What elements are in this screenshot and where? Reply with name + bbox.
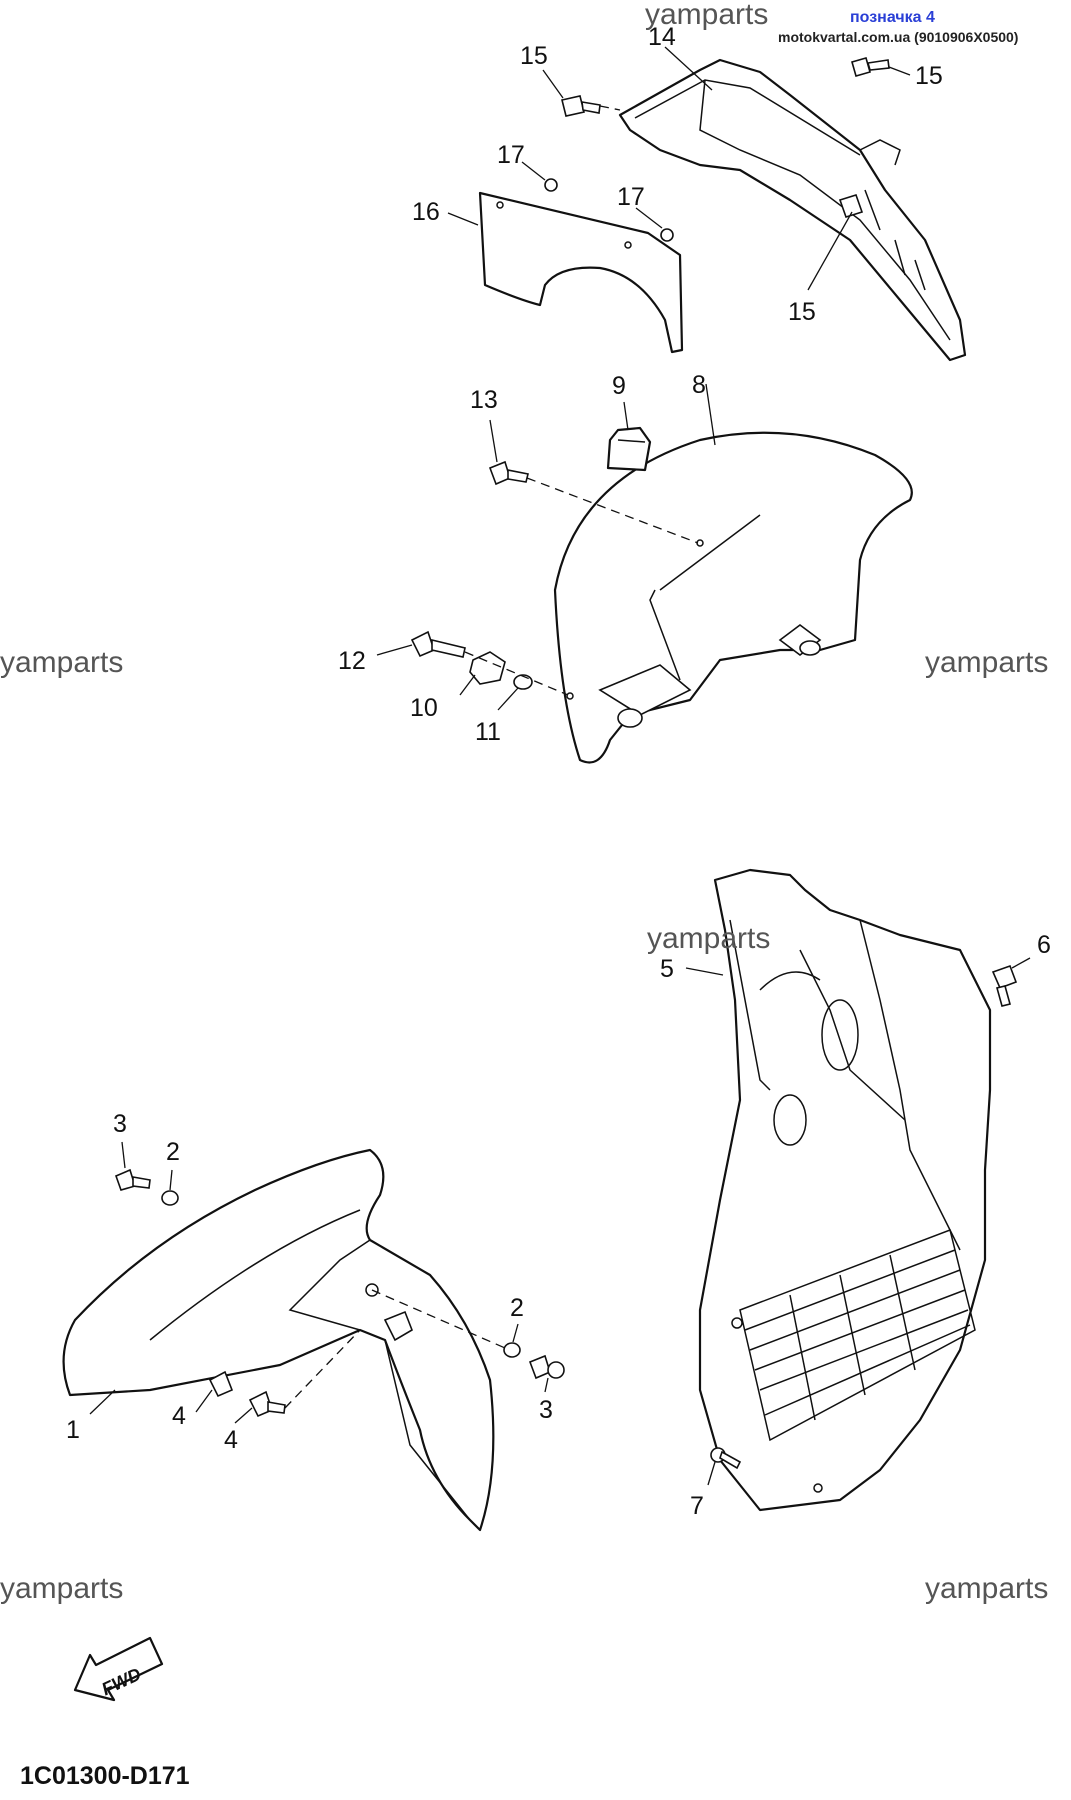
- callout-15-lower: 15: [788, 298, 816, 326]
- part-5-front-inner-cover: [698, 868, 992, 1512]
- callout-numbers: 1 2 2 3 3 4 4 5 6 7 8 9 10 11 12 13 14 1…: [66, 23, 1051, 1520]
- callout-7: 7: [690, 1492, 704, 1520]
- callout-9: 9: [612, 372, 626, 400]
- callout-4-lower: 4: [224, 1426, 238, 1454]
- part-9-rubber-damper: [606, 426, 652, 472]
- watermark-top: yamparts: [645, 0, 768, 31]
- leader-lines: [89, 46, 1031, 1486]
- callout-5: 5: [660, 955, 674, 983]
- callout-3-right: 3: [539, 1396, 553, 1424]
- part-14-rear-inner-cover: [618, 58, 967, 362]
- watermark-mid-left: yamparts: [0, 646, 123, 679]
- callout-14: 14: [648, 23, 676, 51]
- watermark-bottom-left: yamparts: [0, 1572, 123, 1605]
- callout-4-upper: 4: [172, 1402, 186, 1430]
- callout-13: 13: [470, 386, 498, 414]
- fwd-arrow-icon: FWD: [73, 1636, 164, 1702]
- part-16-plate: [478, 191, 684, 354]
- callout-10: 10: [410, 694, 438, 722]
- grille: [739, 1228, 976, 1442]
- watermark-mid-right: yamparts: [925, 646, 1048, 679]
- badge-label: позначка 4: [850, 9, 935, 26]
- callout-12: 12: [338, 647, 366, 675]
- part-8-rear-fender: [553, 431, 913, 764]
- callout-15-topright: 15: [915, 62, 943, 90]
- watermark-center: yamparts: [647, 922, 770, 955]
- callout-15-topleft: 15: [520, 42, 548, 70]
- callout-17-right: 17: [617, 183, 645, 211]
- callout-6: 6: [1037, 931, 1051, 959]
- callout-17-left: 17: [497, 141, 525, 169]
- callout-2-left: 2: [166, 1138, 180, 1166]
- callout-8: 8: [692, 371, 706, 399]
- site-label: motokvartal.com.ua (9010906X0500): [778, 29, 1018, 45]
- part-1-front-fender: [62, 1148, 495, 1532]
- watermark-bottom-right: yamparts: [925, 1572, 1048, 1605]
- callout-2-right: 2: [510, 1294, 524, 1322]
- callout-1: 1: [66, 1416, 80, 1444]
- fasteners: [114, 57, 1018, 1470]
- callout-3-left: 3: [113, 1110, 127, 1138]
- callout-11: 11: [475, 718, 501, 746]
- callout-16: 16: [412, 198, 440, 226]
- diagram-code: 1C01300-D171: [20, 1762, 190, 1790]
